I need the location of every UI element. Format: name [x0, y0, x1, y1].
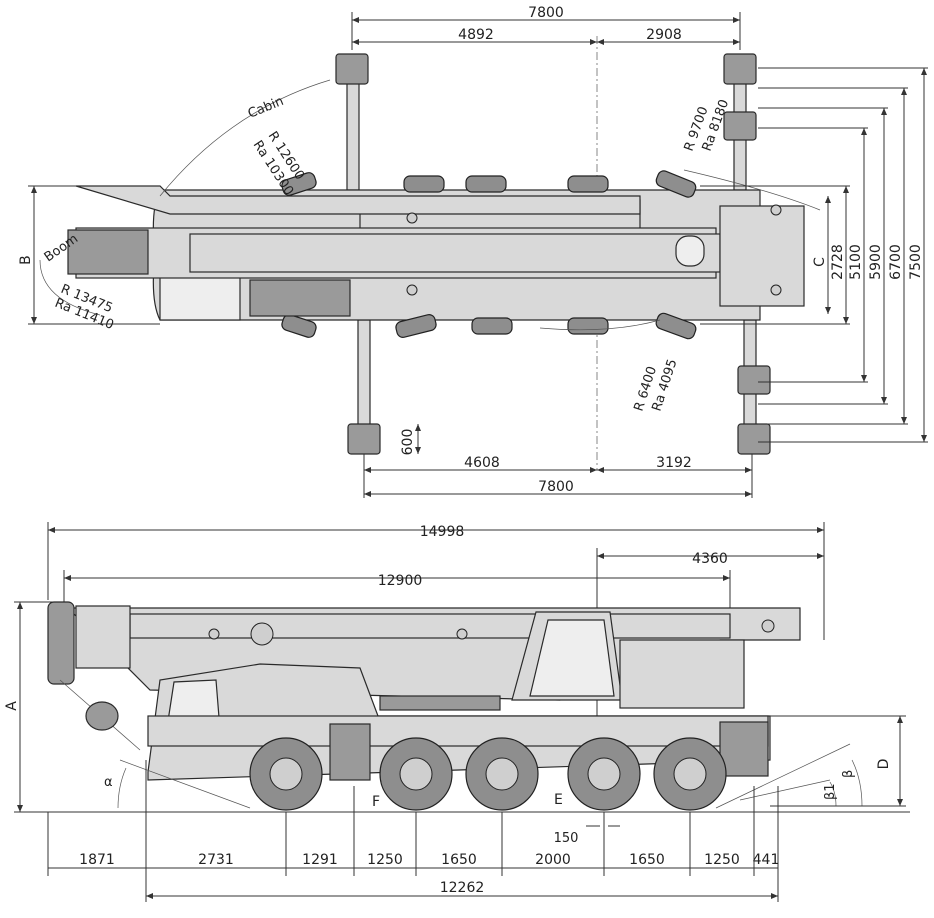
radius-arcs [39, 79, 821, 331]
width-dimensions: C 2728 5100 5900 6700 7500 [700, 67, 928, 443]
label-e: E [554, 792, 563, 808]
side-boom [47, 601, 801, 751]
label-alpha: α [104, 775, 113, 790]
side-superstructure [379, 611, 745, 711]
tyres-top [281, 170, 697, 340]
approach-angles: α β β1 [104, 743, 863, 809]
dim-pad: 600 [400, 424, 421, 456]
top-bottom-dimensions: 4608 3192 7800 [363, 454, 753, 498]
labels-e-f: F E 150 [372, 792, 620, 846]
label-cabin: Cabin [246, 94, 286, 122]
axle-dim-2: 2731 [198, 852, 234, 868]
width-dim-3: 5900 [868, 244, 884, 280]
label-f: F [372, 794, 380, 810]
axle-dimensions: 1871 2731 1291 1250 1650 2000 1650 1250 … [47, 760, 780, 902]
dim-b: B [18, 185, 160, 325]
dim-total-bottom: 7800 [538, 479, 574, 495]
label-c: C [812, 257, 828, 267]
side-wheels [249, 737, 727, 811]
label-a: A [4, 701, 20, 711]
dim-150: 150 [554, 831, 579, 846]
axle-dim-8: 1250 [704, 852, 740, 868]
axle-dim-6: 2000 [535, 852, 571, 868]
axle-dim-7: 1650 [629, 852, 665, 868]
axle-dim-9: 441 [753, 852, 780, 868]
axle-dim-3: 1291 [302, 852, 338, 868]
dim-overall: 14998 [420, 524, 465, 540]
label-beta1: β1 [823, 783, 838, 800]
outriggers [335, 53, 771, 455]
axle-dim-5: 1650 [441, 852, 477, 868]
dim-boom: 12900 [378, 573, 423, 589]
dim-rear-overhang: 4360 [692, 551, 728, 567]
width-dim-5: 7500 [908, 244, 924, 280]
top-view: 7800 4892 2908 [18, 5, 928, 498]
label-d: D [876, 759, 892, 770]
width-dim-1: 2728 [830, 244, 846, 280]
width-dim-4: 6700 [888, 244, 904, 280]
dim-front-bottom: 4608 [464, 455, 500, 471]
label-beta: β [841, 770, 856, 778]
top-boom [67, 185, 805, 307]
dim-pad-600: 600 [400, 429, 416, 456]
dim-rear-top: 2908 [646, 27, 682, 43]
width-dim-2: 5100 [848, 244, 864, 280]
label-b: B [18, 255, 34, 265]
dim-chassis: 12262 [440, 880, 485, 896]
dim-rear-bottom: 3192 [656, 455, 692, 471]
axle-dim-1: 1871 [79, 852, 115, 868]
axle-dim-4: 1250 [367, 852, 403, 868]
dim-front-top: 4892 [458, 27, 494, 43]
top-dimensions: 7800 4892 2908 [351, 5, 741, 470]
dim-d: D [770, 715, 906, 807]
dim-total-top: 7800 [528, 5, 564, 21]
side-view: 14998 4360 12900 A [4, 522, 910, 902]
